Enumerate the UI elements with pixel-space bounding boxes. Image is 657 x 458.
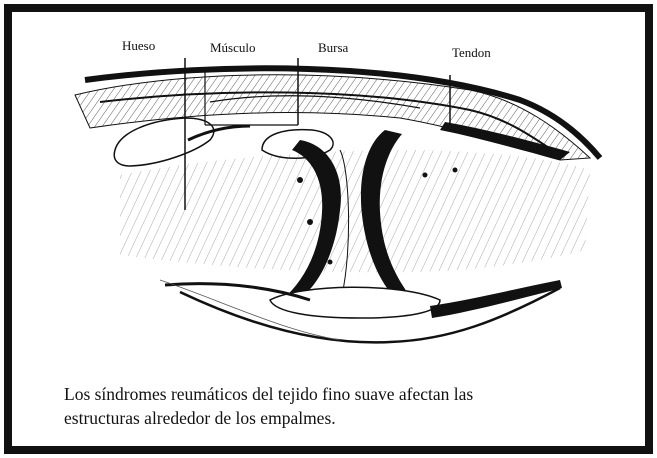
label-hueso: Hueso <box>122 38 155 54</box>
joint-body <box>120 130 590 300</box>
label-tendon: Tendon <box>452 45 491 61</box>
lower-tissue <box>160 280 562 342</box>
caption-line-1: Los síndromes reumáticos del tejido fino… <box>64 382 624 406</box>
caption: Los síndromes reumáticos del tejido fino… <box>64 382 624 430</box>
caption-line-2: estructuras alrededor de los empalmes. <box>64 406 624 430</box>
label-musculo: Músculo <box>210 40 256 56</box>
label-bursa: Bursa <box>318 40 348 56</box>
